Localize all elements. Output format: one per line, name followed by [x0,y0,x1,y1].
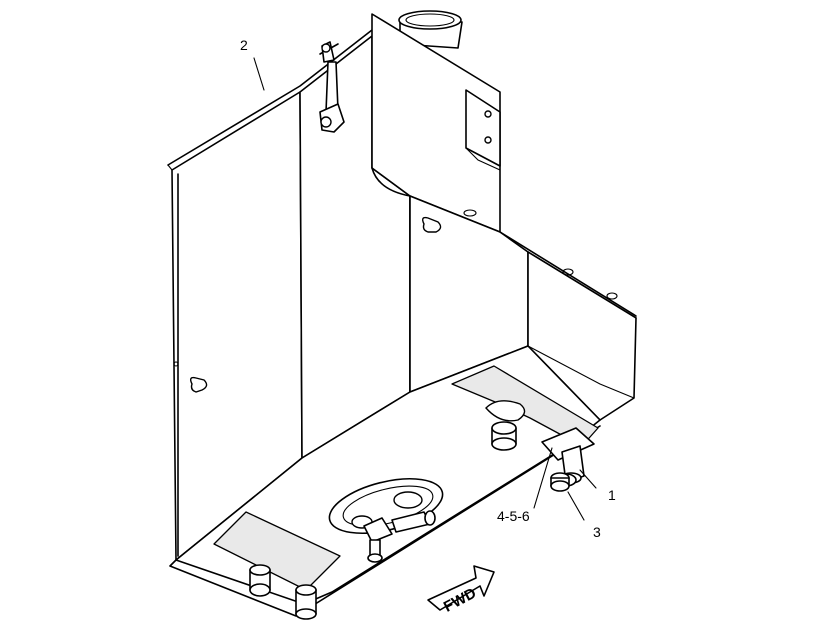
leader-lines [253,57,597,521]
bolt-3 [550,472,570,492]
pad-bolt-right [491,421,517,451]
callout-1: 1 [608,487,616,503]
pad-bolts-left [249,564,317,620]
drain-valve [363,510,436,563]
callout-4-5-6: 4-5-6 [497,508,530,524]
tank-strap [319,41,345,133]
forward-arrow-icon: FWD [427,565,495,616]
callout-2: 2 [240,37,248,53]
callout-3: 3 [593,524,601,540]
